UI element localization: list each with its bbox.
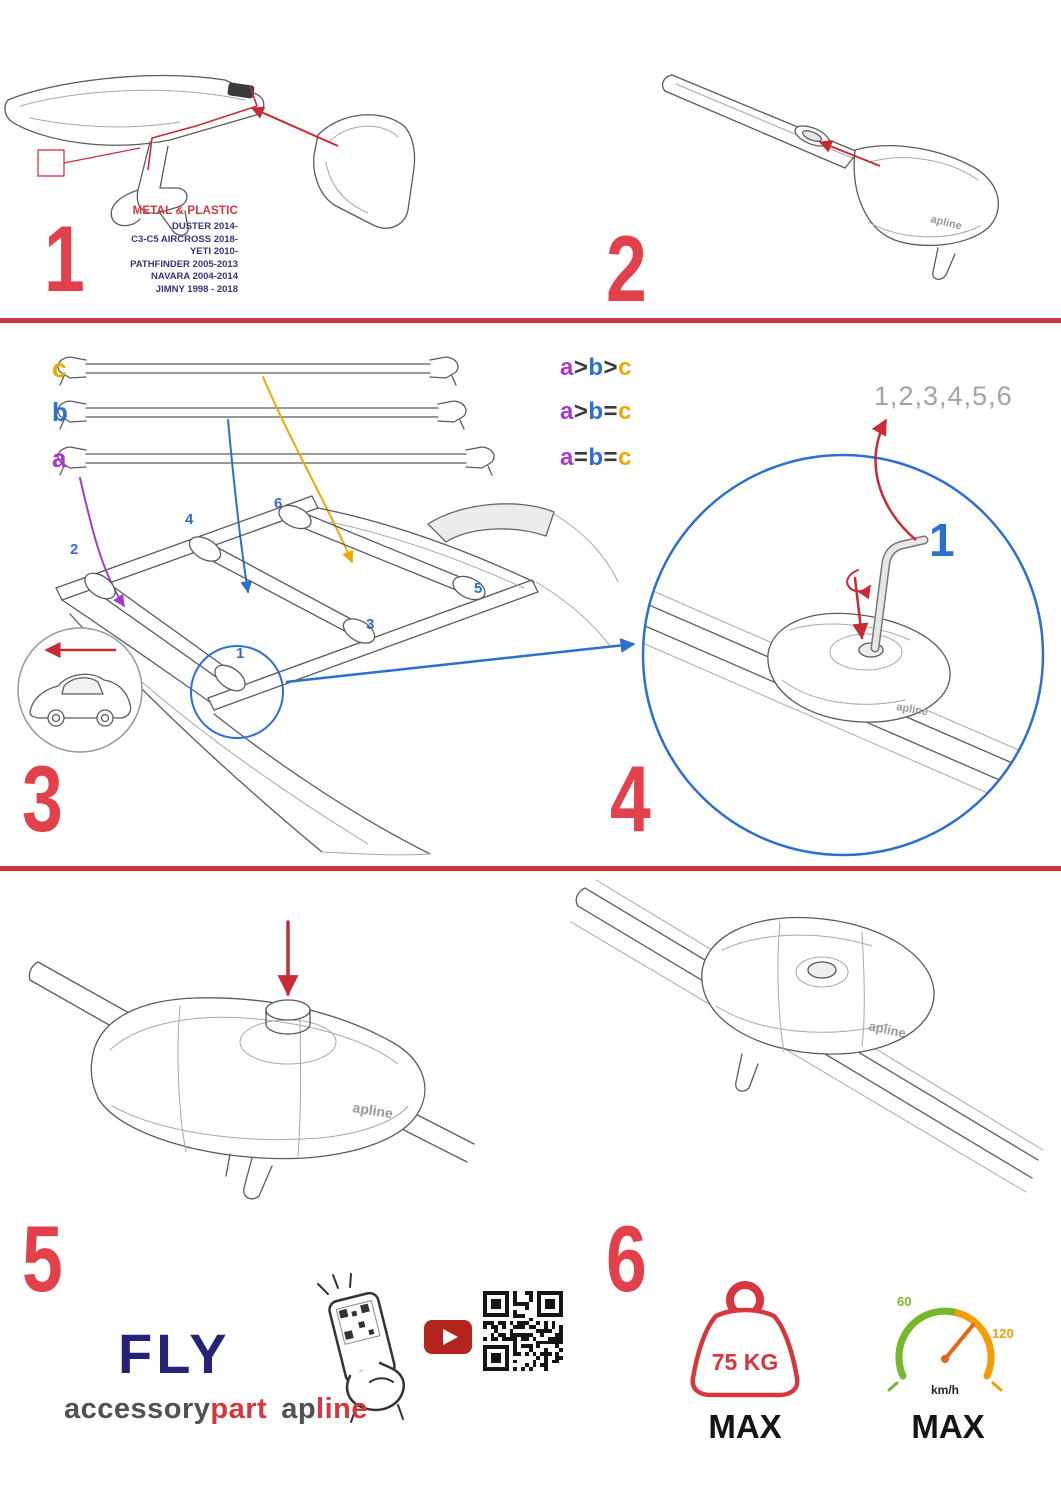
- max-load-value: 75 KG: [712, 1349, 778, 1375]
- clamp-detail-drawing: apline: [643, 535, 1043, 819]
- max-speed-label: MAX: [911, 1408, 985, 1445]
- vehicle-model: NAVARA 2004-2014: [151, 271, 238, 283]
- qr-code: [483, 1291, 563, 1371]
- step5-knob-drawing: apline: [28, 961, 475, 1200]
- sequence-arrow: [871, 418, 917, 541]
- rotate-arrow: [846, 569, 871, 600]
- first-position-callout: 1: [929, 514, 955, 566]
- legend-operator: >: [573, 354, 589, 381]
- legend-operator: >: [603, 354, 619, 381]
- youtube-icon: [424, 1320, 472, 1354]
- legend-letter: c: [618, 444, 632, 471]
- detail-circle-outline: [641, 453, 1045, 857]
- step-5-number: 5: [22, 1206, 63, 1311]
- step-3-number: 3: [22, 746, 63, 851]
- max-load-label: MAX: [708, 1408, 782, 1445]
- length-leader-curves: [79, 376, 354, 608]
- step-2-number: 2: [606, 216, 647, 321]
- play-icon: [443, 1329, 458, 1345]
- legend-operator: >: [573, 398, 589, 425]
- step-6-number: 6: [606, 1206, 647, 1311]
- leader-b-blue: [227, 419, 253, 594]
- clamp-detail-arrows: [846, 569, 871, 640]
- position1-highlight-circle: [190, 645, 284, 739]
- legend-letter: c: [618, 354, 632, 381]
- position-number-1: 1: [236, 645, 245, 662]
- speedometer-needle: [943, 1323, 975, 1361]
- speed-unit: km/h: [931, 1383, 959, 1397]
- tighten-down-arrow: [852, 576, 869, 640]
- bar-label-c: c: [52, 353, 67, 383]
- leader-a-purple: [79, 477, 125, 608]
- product-name: FLY: [118, 1322, 231, 1385]
- step1-callout-marks: [37, 85, 339, 177]
- speedometer-icon: 60 120 km/h: [887, 1294, 1014, 1397]
- position-number-2: 2: [70, 541, 79, 558]
- brand-accessory: accessory: [64, 1393, 211, 1425]
- step1-endcap-drawing: [4, 74, 416, 236]
- brand-part: part: [210, 1393, 268, 1425]
- vehicle-model: PATHFINDER 2005-2013: [130, 258, 238, 270]
- vehicle-model: C3-C5 AIRCROSS 2018-: [131, 233, 238, 245]
- legend-row-3: a=b=c: [560, 446, 632, 470]
- legend-operator: =: [573, 444, 589, 471]
- step2-insert-arrow: [818, 140, 881, 167]
- section-divider-1: [0, 318, 1061, 323]
- legend-letter: a: [560, 398, 574, 425]
- speed-tick-high: 120: [992, 1326, 1014, 1341]
- leader-c-orange: [262, 376, 354, 564]
- legend-letter: a: [560, 444, 574, 471]
- apline-logo-step4: apline: [895, 701, 928, 718]
- position-number-6: 6: [274, 495, 283, 512]
- middle-row-illustrations: apline: [17, 356, 1045, 857]
- legend-operator: =: [603, 398, 619, 425]
- apline-badge: [227, 82, 255, 99]
- legend-letter: b: [588, 444, 604, 471]
- legend-letter: c: [618, 398, 632, 425]
- position-number-4: 4: [185, 511, 194, 528]
- vehicle-model-list: DUSTER 2014- C3-C5 AIRCROSS 2018- YETI 2…: [40, 221, 238, 297]
- bar-label-a: a: [52, 443, 67, 473]
- material-label: METAL & PLASTIC: [132, 205, 238, 217]
- scan-phone-icon: [317, 1273, 405, 1423]
- roof-mounting-drawing: [55, 495, 619, 856]
- legend-row-1: a>b>c: [560, 356, 632, 380]
- legend-row-2: a>b=c: [560, 400, 632, 424]
- max-load-icon: 75 KG: [690, 1281, 800, 1398]
- vehicle-model: DUSTER 2014-: [172, 221, 238, 232]
- bar-label-b: b: [52, 397, 68, 427]
- bottom-row-illustrations: apline apline: [28, 879, 1044, 1423]
- legend-letter: a: [560, 354, 574, 381]
- crossbars-abc-drawing: [57, 356, 495, 476]
- qr-finder: [483, 1291, 509, 1317]
- legend-letter: b: [588, 354, 604, 381]
- step-1-number: 1: [44, 206, 85, 311]
- detail-link-arrow: [285, 638, 636, 684]
- vehicle-model: JIMNY 1998 - 2018: [155, 283, 238, 295]
- qr-finder: [537, 1291, 563, 1317]
- tighten-sequence-text: 1,2,3,4,5,6: [874, 381, 1013, 411]
- brand-ap: ap: [281, 1393, 317, 1425]
- legend-letter: b: [588, 398, 604, 425]
- direction-car-inset: [17, 627, 143, 753]
- lock-knob: [265, 999, 311, 1021]
- brand-line: line: [316, 1393, 369, 1425]
- speed-tick-low: 60: [897, 1294, 911, 1309]
- position-number-3: 3: [366, 616, 375, 633]
- cover-direction-arrow: [250, 106, 339, 147]
- vehicle-model: YETI 2010-: [189, 246, 238, 258]
- legend-operator: =: [603, 444, 619, 471]
- position-number-5: 5: [474, 580, 483, 597]
- top-row-illustrations: apline: [4, 74, 1000, 280]
- step-4-number: 4: [610, 746, 651, 851]
- qr-finder: [483, 1345, 509, 1371]
- step6-mounted-foot-drawing: apline: [570, 879, 1044, 1193]
- apline-logo-step5: apline: [352, 1099, 395, 1121]
- section-divider-2: [0, 866, 1061, 871]
- step2-slot-drawing: apline: [661, 74, 1000, 280]
